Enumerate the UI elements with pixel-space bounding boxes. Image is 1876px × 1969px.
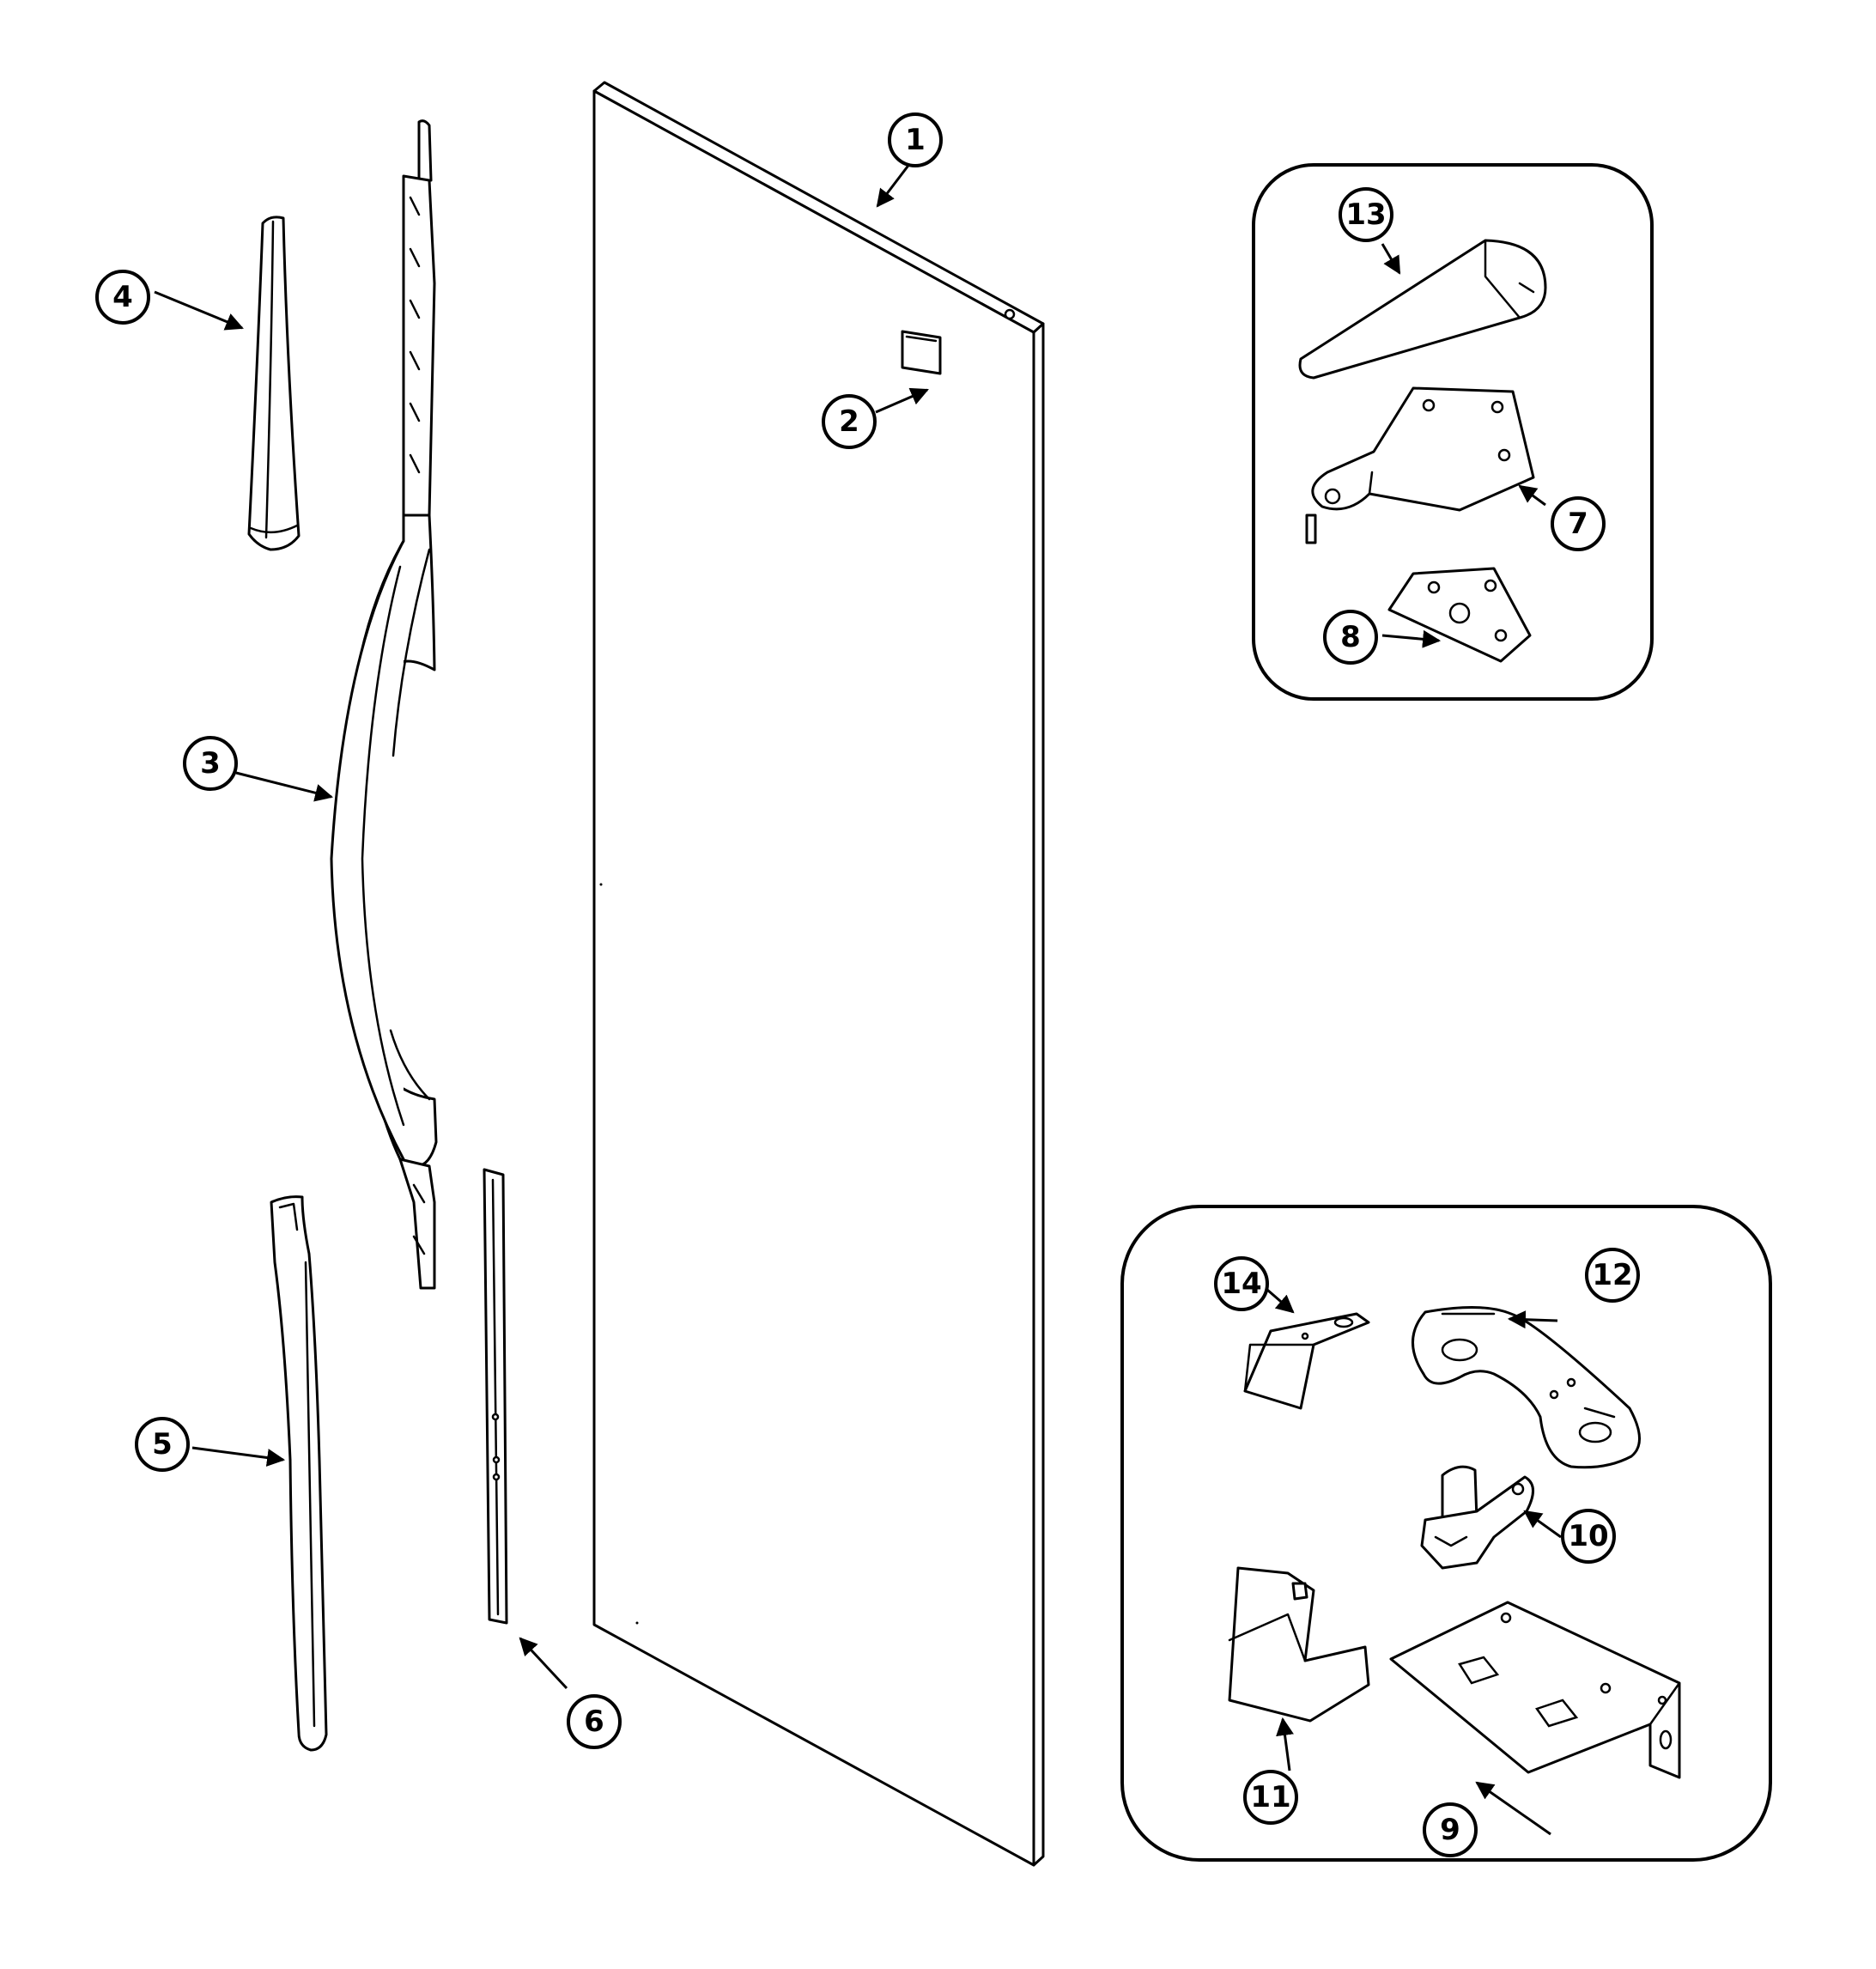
svg-text:4: 4 [112, 280, 133, 314]
callout-4: 4 [95, 270, 150, 325]
svg-text:5: 5 [152, 1427, 173, 1462]
handle-end-cap-top[interactable] [247, 216, 301, 551]
svg-text:2: 2 [839, 404, 859, 439]
hinge-pin-cover[interactable] [1228, 1566, 1370, 1723]
door-handle[interactable] [330, 119, 438, 1290]
svg-text:6: 6 [584, 1705, 604, 1739]
svg-text:13: 13 [1345, 198, 1386, 232]
callout-6: 6 [567, 1694, 622, 1749]
top-hinge[interactable] [1305, 386, 1535, 544]
svg-text:7: 7 [1568, 507, 1588, 541]
callout-3: 3 [183, 736, 238, 791]
callout-10: 10 [1561, 1509, 1616, 1564]
callout-13: 13 [1339, 187, 1393, 242]
callout-11: 11 [1243, 1770, 1298, 1825]
bottom-hinge[interactable] [1389, 1601, 1681, 1779]
svg-text:8: 8 [1340, 620, 1361, 654]
trim-strip[interactable] [483, 1168, 508, 1625]
callout-5: 5 [135, 1417, 190, 1472]
callout-12: 12 [1585, 1248, 1640, 1303]
callout-1: 1 [888, 112, 943, 167]
svg-text:12: 12 [1592, 1258, 1632, 1292]
callout-9: 9 [1423, 1802, 1478, 1857]
top-hinge-cover[interactable] [1298, 239, 1547, 380]
hinge-shim[interactable] [1387, 567, 1532, 663]
hinge-bracket[interactable] [1243, 1312, 1370, 1410]
door-panel[interactable] [592, 81, 1045, 1867]
svg-text:3: 3 [200, 746, 221, 781]
hinge-pin[interactable] [1420, 1465, 1534, 1570]
handle-end-cap-bottom[interactable] [270, 1195, 328, 1752]
hinge-mounting-plate[interactable] [1412, 1305, 1641, 1469]
svg-text:9: 9 [1440, 1813, 1460, 1847]
svg-text:14: 14 [1221, 1267, 1261, 1301]
callout-14: 14 [1214, 1256, 1269, 1311]
callout-7: 7 [1551, 496, 1606, 551]
leader-lines [154, 162, 1562, 1836]
callout-2: 2 [822, 394, 877, 449]
svg-text:11: 11 [1250, 1780, 1290, 1814]
door-label[interactable] [901, 330, 942, 375]
callout-8: 8 [1323, 610, 1378, 665]
svg-text:1: 1 [905, 123, 926, 157]
svg-text:10: 10 [1568, 1519, 1608, 1553]
